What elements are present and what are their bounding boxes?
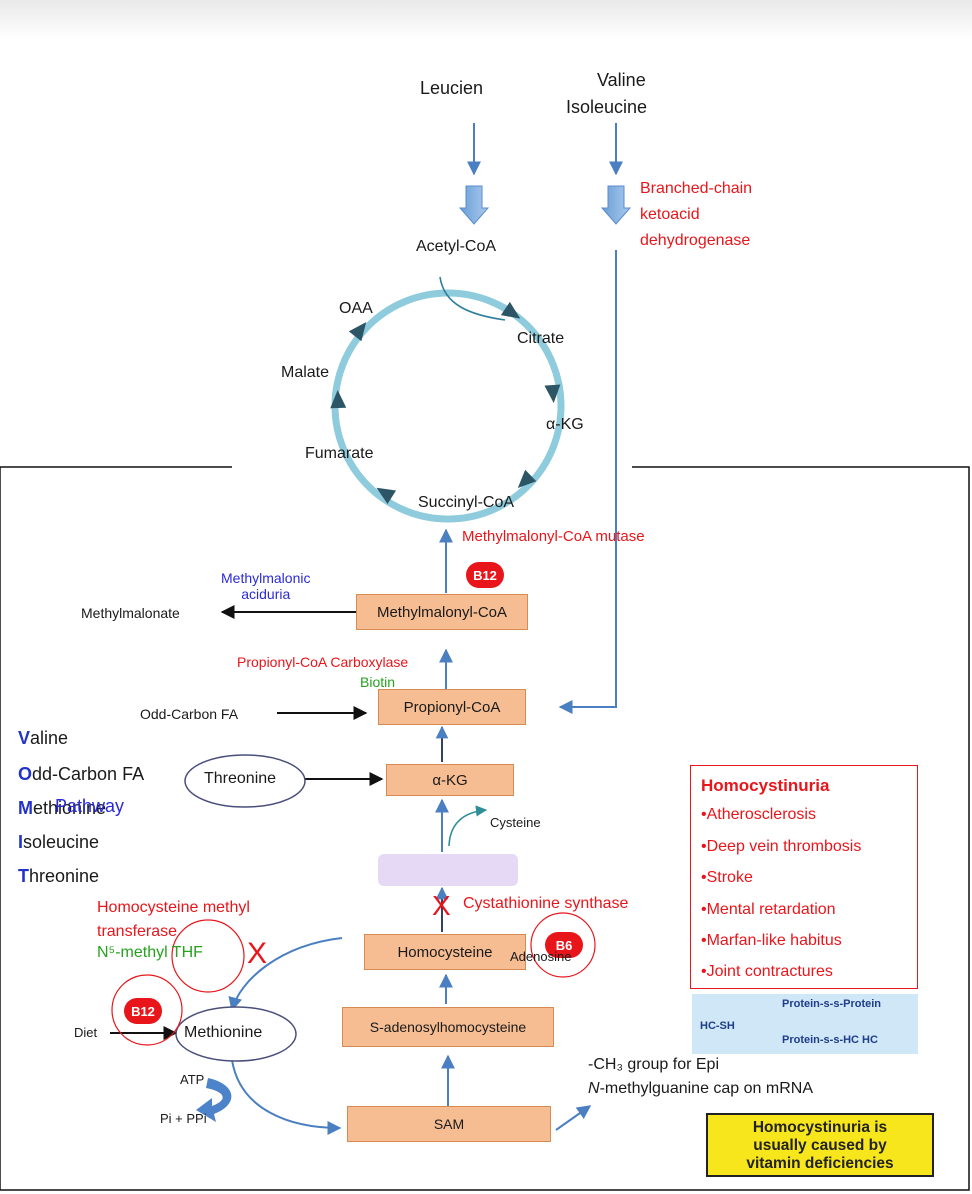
threonine-ellipse xyxy=(184,754,306,808)
b12-circle-lower xyxy=(111,974,183,1046)
succinyl-coa-label: Succinyl-CoA xyxy=(418,494,515,511)
leucine-label: Leucien xyxy=(420,78,484,98)
homocystinuria-box: Homocystinuria •Atherosclerosis •Deep ve… xyxy=(690,765,918,989)
pathway-overlay-text: Pathway xyxy=(55,796,125,816)
protein-top-label: Protein-s-s-Protein xyxy=(782,998,882,1010)
symptom-item: •Atherosclerosis xyxy=(701,806,816,823)
malate-label: Malate xyxy=(281,364,330,381)
oaa-label: OAA xyxy=(339,300,373,317)
sam-box: SAM xyxy=(347,1106,551,1142)
homocystinuria-title: Homocystinuria xyxy=(701,776,830,795)
isoleucine-label: Isoleucine xyxy=(566,97,648,117)
biotin-label: Biotin xyxy=(360,674,396,690)
n5-thf-circle xyxy=(171,919,245,993)
symptom-item: •Stroke xyxy=(701,869,753,886)
symptom-item: •Marfan-like habitus xyxy=(701,932,842,949)
b6-badge: B6 xyxy=(545,932,583,958)
mnemonic-item: Valine xyxy=(18,728,69,748)
symptom-item: •Mental retardation xyxy=(701,901,836,918)
cystathionine-synthase-label: Cystathionine synthase xyxy=(463,895,629,912)
protein-bottom-label: Protein-s-s-HC HC xyxy=(782,1034,878,1046)
b12-badge-top: B12 xyxy=(466,562,504,588)
cysteine-label: Cysteine xyxy=(490,815,541,830)
methylmalonate-label: Methylmalonate xyxy=(81,605,180,621)
acetyl-coa-label: Acetyl-CoA xyxy=(416,238,497,255)
methionine-label: Methionine xyxy=(184,1024,263,1041)
b12-badge-bottom: B12 xyxy=(124,998,162,1024)
panel-frame xyxy=(0,466,970,1191)
symptom-item: •Deep vein thrombosis xyxy=(701,838,862,855)
hmt-block-x: X xyxy=(247,937,268,970)
n5-methyl-thf-label: N⁵-methyl THF xyxy=(97,944,203,961)
pcc-label: Propionyl-CoA Carboxylase xyxy=(237,654,409,670)
mnemonic-item: Isoleucine xyxy=(18,832,100,852)
fumarate-label: Fumarate xyxy=(305,445,374,462)
valine-block-arrow xyxy=(600,185,632,225)
cystathionine-block-x: X xyxy=(432,890,451,921)
hc-sh-label: HC-SH xyxy=(700,1020,735,1032)
atp-curved-arrow xyxy=(196,1078,232,1122)
cystathionine-placeholder xyxy=(378,854,518,886)
tca-arrowheads xyxy=(330,301,561,505)
s-adenosylhomocysteine-box: S-adenosylhomocysteine xyxy=(342,1007,554,1047)
b6-circle xyxy=(530,912,596,978)
propionyl-coa-box: Propionyl-CoA xyxy=(378,689,526,725)
mcm-mutase-label: Methylmalonyl-CoA mutase xyxy=(462,528,645,545)
akg-box: α-KG xyxy=(386,764,514,796)
top-gradient-band xyxy=(0,0,972,40)
pi-ppi-label: Pi + PPi xyxy=(160,1111,207,1126)
tca-ring xyxy=(331,289,565,523)
methylguanine-label: N-methylguanine cap on mRNA xyxy=(588,1080,813,1097)
mnemonic-item: Odd-Carbon FA xyxy=(18,764,145,784)
homocysteine-box: Homocysteine xyxy=(364,934,526,970)
odd-carbon-fa-label: Odd-Carbon FA xyxy=(140,706,239,722)
bcaa-return-arrow xyxy=(558,250,617,714)
protein-disulfide-box: HC-SH Protein-s-s-Protein Protein-s-s-HC… xyxy=(692,994,918,1054)
akg-cycle-label: α-KG xyxy=(546,416,584,433)
methionine-ellipse xyxy=(175,1006,297,1062)
diet-label: Diet xyxy=(74,1025,98,1040)
mnemonic-item: Threonine xyxy=(18,866,100,886)
symptom-item: •Joint contractures xyxy=(701,963,833,980)
acetyl-coa-entry xyxy=(439,276,506,321)
methylmalonyl-coa-box: Methylmalonyl-CoA xyxy=(356,594,528,630)
adenosine-label: Adenosine xyxy=(510,949,572,964)
ch3-epi-label: -CH₃ group for Epi xyxy=(588,1056,720,1073)
mnemonic-item: Methionine xyxy=(18,798,107,818)
threonine-label: Threonine xyxy=(204,770,277,787)
valine-label: Valine xyxy=(597,70,646,90)
leucine-block-arrow xyxy=(458,185,490,225)
atp-label: ATP xyxy=(180,1072,205,1087)
citrate-label: Citrate xyxy=(517,330,565,347)
